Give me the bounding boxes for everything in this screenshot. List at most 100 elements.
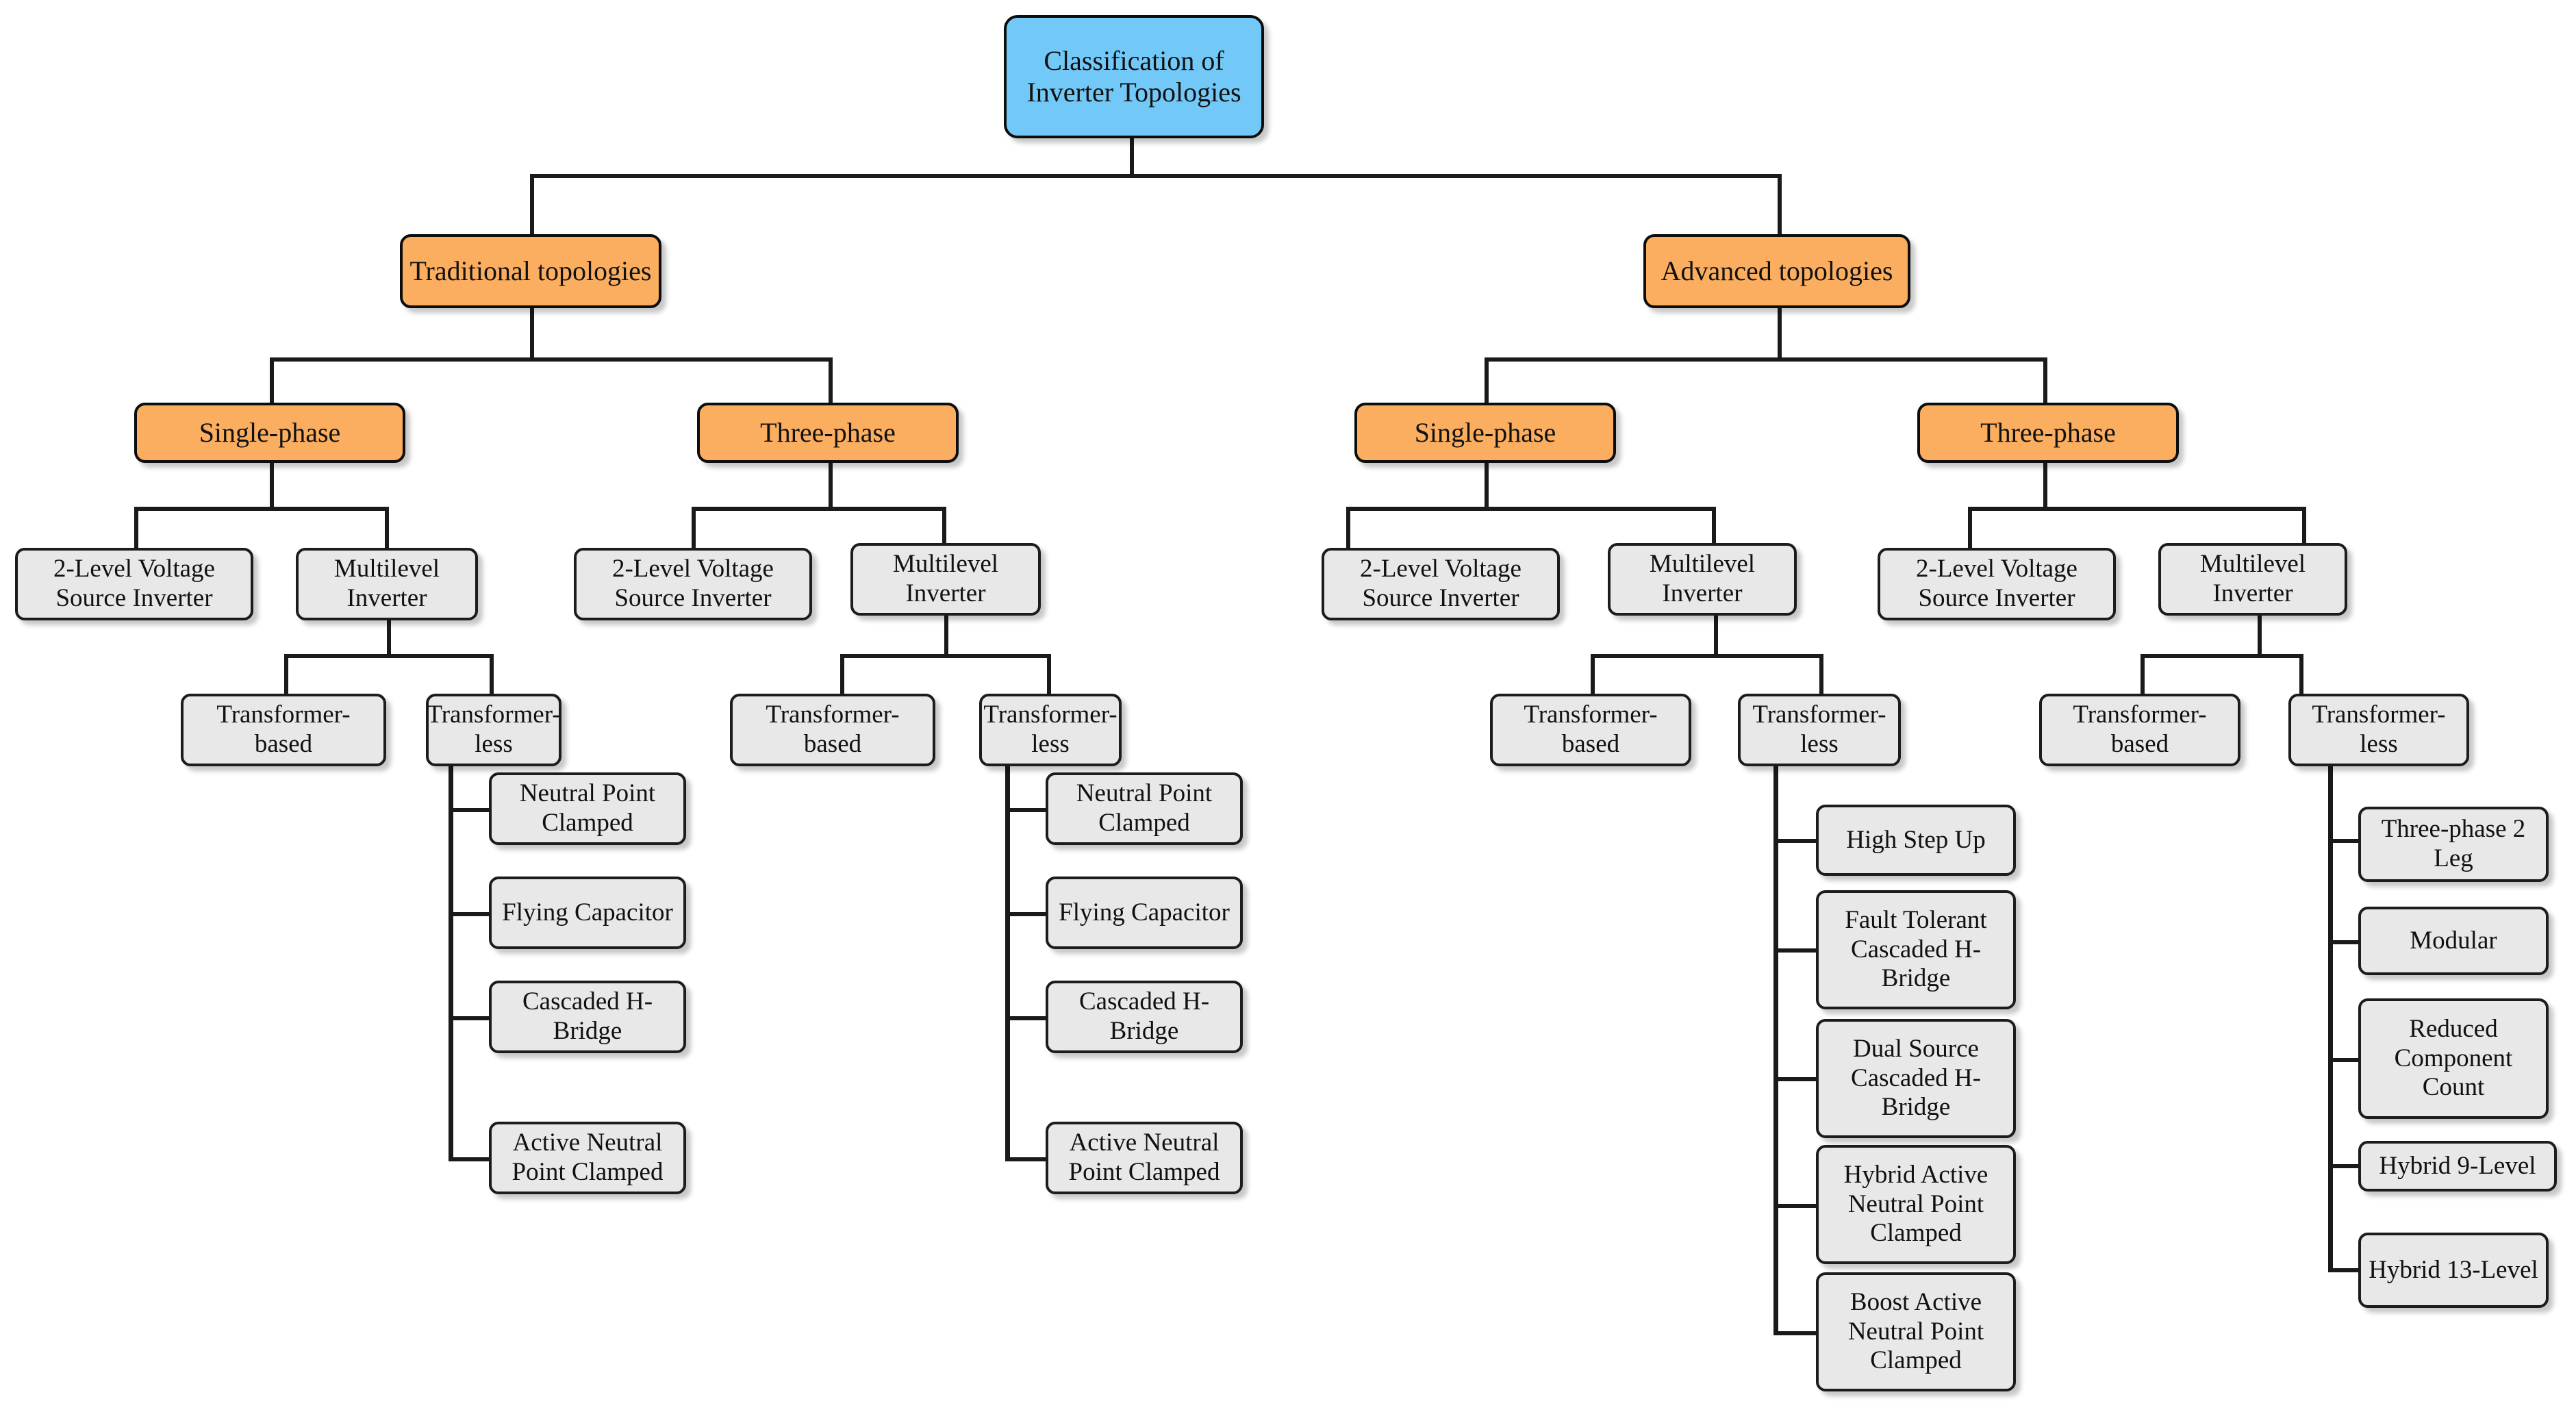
connector-b3-stub-5 xyxy=(1773,1331,1818,1335)
node-b4-transformer-based[interactable]: Transformer-based xyxy=(2039,694,2240,766)
connector-b4-stub-2 xyxy=(2328,940,2361,944)
connector-b4-right xyxy=(2302,507,2306,548)
connector-traditional-three-down xyxy=(829,357,833,403)
connector-advanced-single-down xyxy=(1485,357,1489,403)
node-b2-transformer-less[interactable]: Transformer-less xyxy=(979,694,1122,766)
leaf-b4-three-phase-2-leg[interactable]: Three-phase 2 Leg xyxy=(2358,807,2549,882)
connector-b4-bus xyxy=(1968,507,2306,511)
connector-b4-mli-bus xyxy=(2141,654,2303,658)
leaf-b4-reduced-component-count[interactable]: Reduced Component Count xyxy=(2358,998,2549,1119)
connector-b1-stub-3 xyxy=(449,1016,492,1020)
connector-root-down xyxy=(1130,137,1134,174)
connector-b4-mli-down xyxy=(2258,615,2262,654)
connector-b4-tb-down xyxy=(2141,654,2145,694)
leaf-b3-boost-active-neutral-point-clamped[interactable]: Boost Active Neutral Point Clamped xyxy=(1816,1272,2016,1391)
connector-b2-stub-4 xyxy=(1005,1157,1048,1161)
connector-to-traditional xyxy=(530,174,534,234)
node-b3-transformer-based[interactable]: Transformer-based xyxy=(1490,694,1691,766)
node-traditional-three-phase[interactable]: Three-phase xyxy=(697,403,959,463)
node-advanced-topologies[interactable]: Advanced topologies xyxy=(1643,234,1910,308)
node-b3-multilevel-inverter[interactable]: Multilevel Inverter xyxy=(1608,543,1797,616)
connector-to-advanced xyxy=(1778,174,1782,234)
connector-b2-mli-bus xyxy=(840,654,1051,658)
connector-advanced-three-down xyxy=(2043,357,2047,403)
node-b2-multilevel-inverter[interactable]: Multilevel Inverter xyxy=(850,543,1041,616)
connector-advanced-bus xyxy=(1485,357,2047,362)
leaf-b3-high-step-up[interactable]: High Step Up xyxy=(1816,805,2016,876)
leaf-b1-active-neutral-point-clamped[interactable]: Active Neutral Point Clamped xyxy=(489,1122,686,1194)
leaf-b2-neutral-point-clamped[interactable]: Neutral Point Clamped xyxy=(1046,772,1243,845)
connector-b3-stub-4 xyxy=(1773,1204,1818,1208)
connector-b4-tl-down xyxy=(2299,654,2303,694)
connector-advanced-down xyxy=(1778,307,1782,357)
node-b3-transformer-less[interactable]: Transformer-less xyxy=(1738,694,1901,766)
leaf-b3-hybrid-active-neutral-point-clamped[interactable]: Hybrid Active Neutral Point Clamped xyxy=(1816,1145,2016,1264)
leaf-b4-hybrid-13-level[interactable]: Hybrid 13-Level xyxy=(2358,1233,2549,1308)
connector-b1-mli-down xyxy=(387,620,391,654)
connector-traditional-single-down xyxy=(270,357,274,403)
node-traditional-single-phase[interactable]: Single-phase xyxy=(134,403,405,463)
connector-b1-tl-down xyxy=(490,654,494,694)
connector-traditional-down xyxy=(530,307,534,357)
connector-b1-tb-down xyxy=(284,654,288,694)
leaf-b2-cascaded-h-bridge[interactable]: Cascaded H-Bridge xyxy=(1046,981,1243,1053)
connector-b1-mli-bus xyxy=(284,654,494,658)
connector-b2-left xyxy=(692,507,696,548)
node-root[interactable]: Classification of Inverter Topologies xyxy=(1004,15,1264,138)
connector-b1-bus xyxy=(134,507,389,511)
connector-b3-tl-down xyxy=(1819,654,1823,694)
connector-b3-left xyxy=(1346,507,1350,548)
connector-b4-stub-5 xyxy=(2328,1268,2361,1272)
node-b4-multilevel-inverter[interactable]: Multilevel Inverter xyxy=(2158,543,2347,616)
connector-b3-mli-bus xyxy=(1591,654,1823,658)
connector-b3-right xyxy=(1712,507,1716,548)
leaf-b3-dual-source-cascaded-h-bridge[interactable]: Dual Source Cascaded H-Bridge xyxy=(1816,1019,2016,1138)
node-b4-2level-vsi[interactable]: 2-Level Voltage Source Inverter xyxy=(1878,548,2116,620)
connector-b1-down xyxy=(270,462,274,507)
leaf-b4-hybrid-9-level[interactable]: Hybrid 9-Level xyxy=(2358,1141,2557,1192)
connector-b2-stub-1 xyxy=(1005,808,1048,812)
connector-b2-tl-down xyxy=(1047,654,1051,694)
node-b2-2level-vsi[interactable]: 2-Level Voltage Source Inverter xyxy=(574,548,812,620)
leaf-b2-flying-capacitor[interactable]: Flying Capacitor xyxy=(1046,877,1243,949)
node-b1-transformer-less[interactable]: Transformer-less xyxy=(426,694,561,766)
leaf-b1-cascaded-h-bridge[interactable]: Cascaded H-Bridge xyxy=(489,981,686,1053)
connector-b3-spine xyxy=(1773,766,1778,1335)
connector-b2-stub-2 xyxy=(1005,912,1048,916)
connector-b3-bus xyxy=(1346,507,1716,511)
connector-b2-bus xyxy=(692,507,946,511)
leaf-b1-flying-capacitor[interactable]: Flying Capacitor xyxy=(489,877,686,949)
node-b1-transformer-based[interactable]: Transformer-based xyxy=(181,694,386,766)
connector-b2-tb-down xyxy=(840,654,844,694)
node-advanced-single-phase[interactable]: Single-phase xyxy=(1354,403,1616,463)
connector-traditional-bus xyxy=(270,357,833,362)
connector-b4-left xyxy=(1968,507,1972,548)
connector-b2-down xyxy=(829,462,833,507)
leaf-b4-modular[interactable]: Modular xyxy=(2358,907,2549,975)
node-b2-transformer-based[interactable]: Transformer-based xyxy=(730,694,935,766)
connector-b1-right xyxy=(385,507,389,548)
node-b3-2level-vsi[interactable]: 2-Level Voltage Source Inverter xyxy=(1322,548,1560,620)
node-b1-2level-vsi[interactable]: 2-Level Voltage Source Inverter xyxy=(15,548,253,620)
connector-b3-stub-1 xyxy=(1773,839,1818,843)
connector-b4-stub-1 xyxy=(2328,839,2361,843)
node-advanced-three-phase[interactable]: Three-phase xyxy=(1917,403,2179,463)
connector-b3-down xyxy=(1485,462,1489,507)
connector-b4-down xyxy=(2043,462,2047,507)
connector-b2-mli-down xyxy=(944,615,948,654)
leaf-b3-fault-tolerant-cascaded-h-bridge[interactable]: Fault Tolerant Cascaded H-Bridge xyxy=(1816,890,2016,1009)
node-traditional-topologies[interactable]: Traditional topologies xyxy=(400,234,661,308)
connector-b1-stub-2 xyxy=(449,912,492,916)
node-b1-multilevel-inverter[interactable]: Multilevel Inverter xyxy=(296,548,478,620)
leaf-b1-neutral-point-clamped[interactable]: Neutral Point Clamped xyxy=(489,772,686,845)
connector-b4-spine xyxy=(2328,766,2333,1272)
connector-b3-mli-down xyxy=(1714,615,1718,654)
connector-b4-stub-4 xyxy=(2328,1164,2361,1168)
connector-b3-tb-down xyxy=(1591,654,1595,694)
node-b4-transformer-less[interactable]: Transformer-less xyxy=(2288,694,2469,766)
connector-b1-stub-4 xyxy=(449,1157,492,1161)
connector-b3-stub-3 xyxy=(1773,1077,1818,1081)
leaf-b2-active-neutral-point-clamped[interactable]: Active Neutral Point Clamped xyxy=(1046,1122,1243,1194)
connector-b1-spine xyxy=(449,766,453,1161)
